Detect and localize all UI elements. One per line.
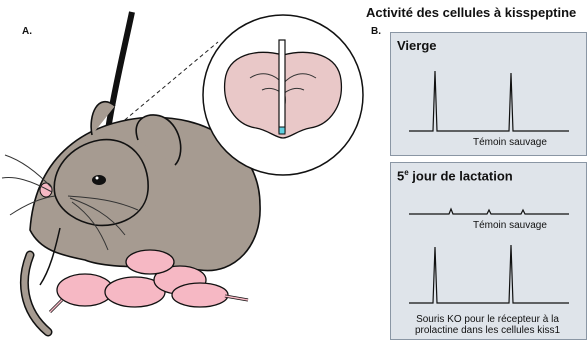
lactation-ko-trace: [409, 245, 569, 303]
fiber-tip: [279, 127, 285, 134]
virgin-recording-box: Vierge Témoin sauvage: [390, 32, 587, 156]
lactation-ko-label: Souris KO pour le récepteur à la prolact…: [395, 314, 580, 336]
mouse-illustration: [0, 0, 370, 340]
mouse-eye: [92, 175, 106, 185]
panel-b-letter: B.: [371, 26, 381, 37]
lactation-wt-trace: [409, 209, 569, 214]
zoom-line-top: [114, 42, 218, 129]
virgin-trace-label: Témoin sauvage: [473, 137, 547, 148]
optic-fiber-cable: [108, 12, 132, 130]
implanted-fiber: [279, 40, 285, 132]
lactation-recording-box: 5e jour de lactation Témoin sauvage Sour…: [390, 162, 587, 340]
lactation-wt-label: Témoin sauvage: [473, 220, 547, 231]
panel-b-title: Activité des cellules à kisspeptine: [366, 5, 576, 20]
mouse-nose: [40, 183, 52, 197]
mouse-tail: [24, 255, 48, 332]
